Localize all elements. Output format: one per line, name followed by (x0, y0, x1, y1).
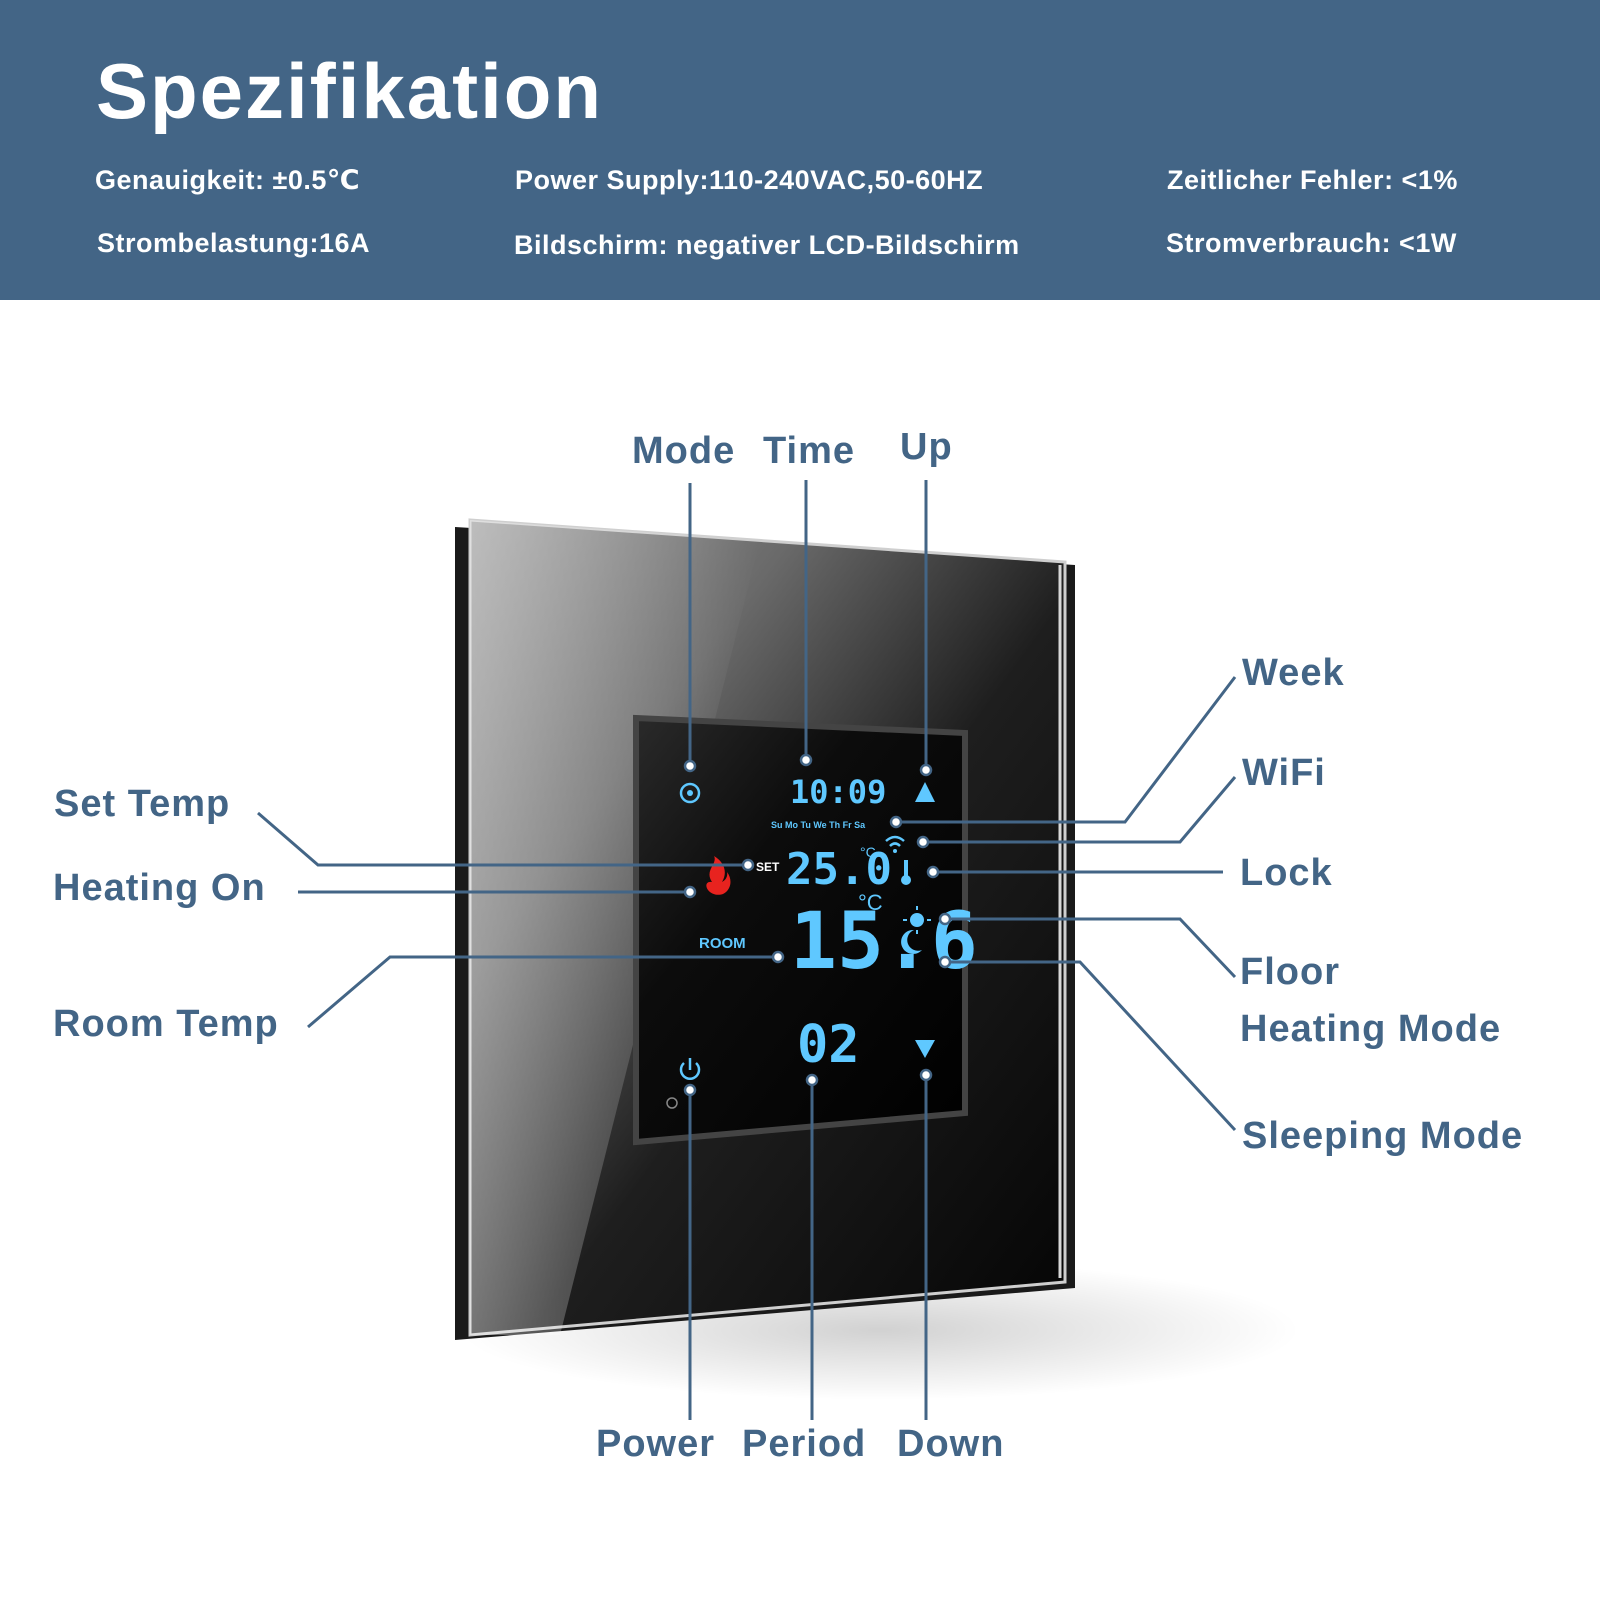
label-heating-on: Heating On (53, 867, 266, 909)
spec-power-supply: Power Supply:110-240VAC,50-60HZ (515, 165, 984, 195)
label-power: Power (596, 1423, 716, 1465)
sensor-icon (666, 1097, 678, 1109)
up-arrow-icon (915, 782, 935, 802)
lock-icon (901, 860, 911, 885)
wifi-dot-icon (893, 849, 897, 853)
lcd-set-temp: 25.0 (786, 844, 892, 895)
lcd-screen (633, 714, 968, 1146)
label-floor: Floor (1240, 951, 1340, 993)
lcd-set-unit: °C (860, 844, 876, 860)
page-title: Spezifikation (96, 47, 604, 135)
lcd-time: 10:09 (790, 773, 886, 811)
label-week: Week (1242, 652, 1345, 694)
lcd-period: 02 (797, 1015, 860, 1075)
wifi-icon (885, 835, 905, 847)
lcd-weekdays: Su Mo Tu We Th Fr Sa (771, 820, 866, 830)
sleeping-moon-icon (901, 929, 922, 954)
label-sleeping-mode: Sleeping Mode (1242, 1115, 1524, 1157)
spec-time-error: Zeitlicher Fehler: <1% (1167, 165, 1458, 195)
label-lock: Lock (1240, 852, 1333, 894)
spec-current-load: Strombelastung:16A (97, 228, 371, 258)
lcd-content: 10:09 Su Mo Tu We Th Fr Sa SET 25.0 °C R… (666, 773, 978, 1109)
label-up: Up (900, 426, 953, 468)
label-time: Time (763, 430, 856, 472)
heating-flame-icon (706, 856, 731, 895)
mode-gear-icon (679, 782, 701, 804)
lcd-room-label: ROOM (699, 935, 746, 952)
label-mode: Mode (632, 430, 736, 472)
lcd-room-unit: °C (858, 890, 883, 915)
power-icon (679, 1058, 701, 1080)
label-down: Down (897, 1423, 1005, 1465)
spec-screen: Bildschirm: negativer LCD-Bildschirm (514, 230, 1020, 260)
callout-lines (257, 480, 1237, 1420)
floor-heating-sun-icon (903, 906, 931, 934)
label-wifi: WiFi (1242, 752, 1326, 794)
label-room-temp: Room Temp (53, 1003, 279, 1045)
callout-dots (683, 753, 952, 1097)
label-set-temp: Set Temp (54, 783, 231, 825)
spec-header: Spezifikation Genauigkeit: ±0.5℃ Power S… (0, 0, 1600, 300)
label-heating-mode: Heating Mode (1240, 1008, 1502, 1050)
spec-accuracy: Genauigkeit: ±0.5℃ (95, 165, 361, 195)
lcd-set-label: SET (756, 860, 780, 874)
lcd-room-temp: 15.6 (790, 897, 978, 987)
down-arrow-icon (915, 1040, 935, 1058)
label-period: Period (742, 1423, 867, 1465)
spec-consumption: Stromverbrauch: <1W (1166, 228, 1457, 258)
